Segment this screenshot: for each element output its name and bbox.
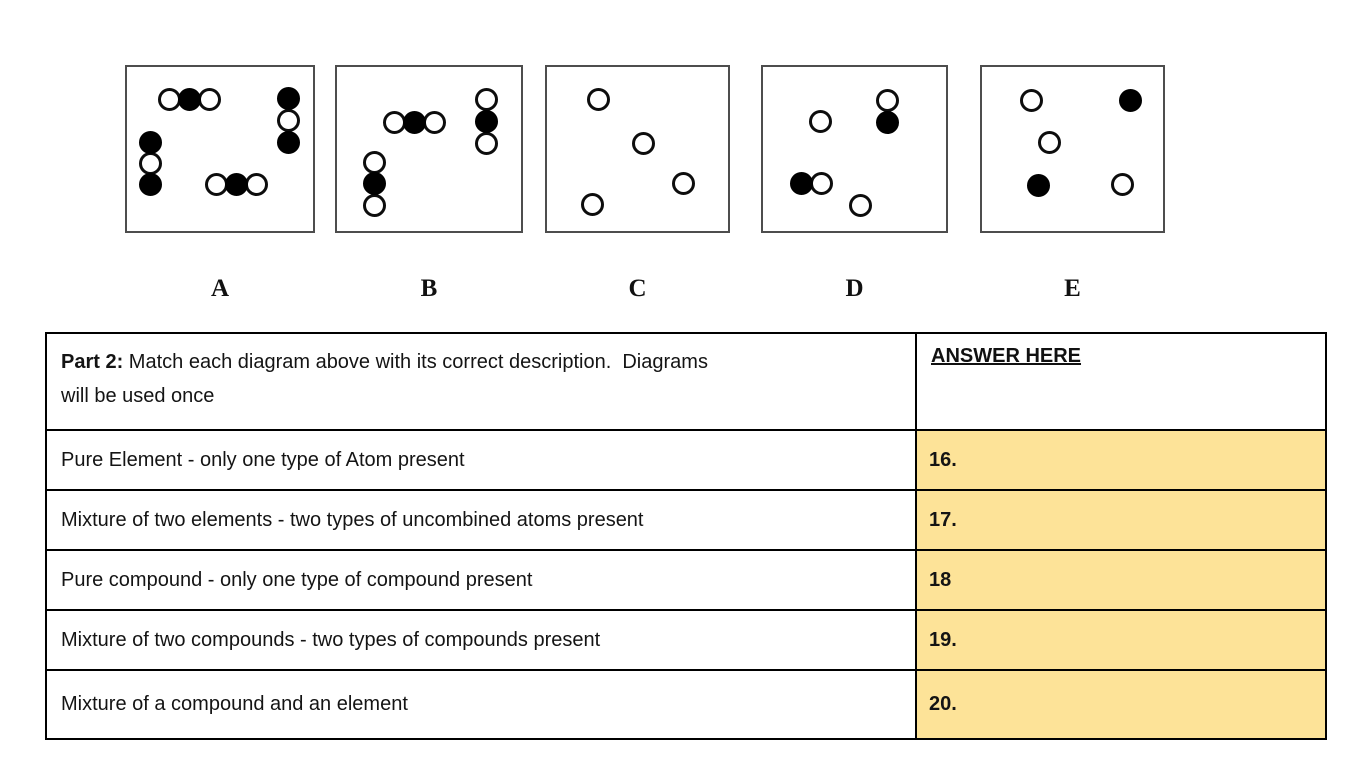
filled-atom-circle bbox=[1026, 173, 1050, 197]
answer-cell[interactable]: 16. bbox=[915, 429, 1327, 491]
part2-header-cell: Part 2: Match each diagram above with it… bbox=[45, 332, 917, 431]
filled-atom-circle bbox=[402, 110, 426, 134]
open-atom-circle bbox=[580, 192, 604, 216]
match-table-body: Part 2: Match each diagram above with it… bbox=[45, 332, 1327, 740]
open-atom-circle bbox=[138, 151, 162, 175]
diagram-box-E bbox=[980, 65, 1165, 233]
filled-atom-circle bbox=[138, 172, 162, 196]
diagram-label-D: D bbox=[845, 275, 864, 302]
table-header-row: Part 2: Match each diagram above with it… bbox=[45, 332, 1327, 431]
filled-atom-circle bbox=[276, 130, 300, 154]
diagram-label-C: C bbox=[628, 275, 647, 302]
filled-atom-circle bbox=[875, 110, 899, 134]
open-atom-circle bbox=[586, 87, 610, 111]
diagram-strip: A B C D E bbox=[0, 0, 1366, 320]
filled-atom-circle bbox=[1118, 88, 1142, 112]
open-atom-circle bbox=[362, 193, 386, 217]
answer-here-heading: ANSWER HERE bbox=[931, 345, 1082, 367]
open-atom-circle bbox=[244, 172, 268, 196]
open-atom-circle bbox=[671, 171, 695, 195]
open-atom-circle bbox=[422, 110, 446, 134]
open-atom-circle bbox=[808, 109, 832, 133]
description-cell: Pure compound - only one type of compoun… bbox=[45, 549, 917, 611]
diagram-label-E: E bbox=[1064, 275, 1081, 302]
table-row: Pure compound - only one type of compoun… bbox=[45, 549, 1327, 611]
diagram-label-B: B bbox=[420, 275, 438, 302]
open-atom-circle bbox=[276, 108, 300, 132]
open-atom-circle bbox=[1110, 172, 1134, 196]
open-atom-circle bbox=[474, 131, 498, 155]
diagram-C: C bbox=[545, 65, 730, 303]
answer-header-cell: ANSWER HERE bbox=[915, 332, 1327, 431]
filled-atom-circle bbox=[138, 130, 162, 154]
table-row: Pure Element - only one type of Atom pre… bbox=[45, 429, 1327, 491]
diagram-box-D bbox=[761, 65, 948, 233]
table-row: Mixture of two elements - two types of u… bbox=[45, 489, 1327, 551]
open-atom-circle bbox=[474, 87, 498, 111]
filled-atom-circle bbox=[362, 171, 386, 195]
diagram-box-C bbox=[545, 65, 730, 233]
diagram-D: D bbox=[761, 65, 948, 303]
open-atom-circle bbox=[848, 193, 872, 217]
diagram-label-A: A bbox=[210, 275, 230, 302]
diagram-box-B bbox=[335, 65, 523, 233]
part2-line1: Part 2: Match each diagram above with it… bbox=[61, 345, 901, 379]
diagram-E: E bbox=[980, 65, 1165, 303]
filled-atom-circle bbox=[276, 86, 300, 110]
part2-line2: will be used once bbox=[61, 385, 215, 407]
open-atom-circle bbox=[875, 88, 899, 112]
filled-atom-circle bbox=[789, 171, 813, 195]
open-atom-circle bbox=[631, 131, 655, 155]
part2-label: Part 2: bbox=[61, 351, 124, 373]
part2-text: Match each diagram above with its correc… bbox=[123, 351, 708, 373]
diagram-box-A bbox=[125, 65, 315, 233]
open-atom-circle bbox=[809, 171, 833, 195]
diagram-B: B bbox=[335, 65, 523, 303]
description-cell: Mixture of a compound and an element bbox=[45, 669, 917, 740]
filled-atom-circle bbox=[474, 109, 498, 133]
open-atom-circle bbox=[362, 150, 386, 174]
answer-cell[interactable]: 19. bbox=[915, 609, 1327, 671]
filled-atom-circle bbox=[224, 172, 248, 196]
description-cell: Pure Element - only one type of Atom pre… bbox=[45, 429, 917, 491]
match-table: Part 2: Match each diagram above with it… bbox=[45, 332, 1327, 740]
open-atom-circle bbox=[197, 87, 221, 111]
open-atom-circle bbox=[1019, 88, 1043, 112]
description-cell: Mixture of two elements - two types of u… bbox=[45, 489, 917, 551]
open-atom-circle bbox=[1037, 130, 1061, 154]
diagram-A: A bbox=[125, 65, 315, 303]
filled-atom-circle bbox=[177, 87, 201, 111]
answer-cell[interactable]: 17. bbox=[915, 489, 1327, 551]
description-cell: Mixture of two compounds - two types of … bbox=[45, 609, 917, 671]
table-row: Mixture of two compounds - two types of … bbox=[45, 609, 1327, 671]
answer-cell[interactable]: 18 bbox=[915, 549, 1327, 611]
answer-cell[interactable]: 20. bbox=[915, 669, 1327, 740]
